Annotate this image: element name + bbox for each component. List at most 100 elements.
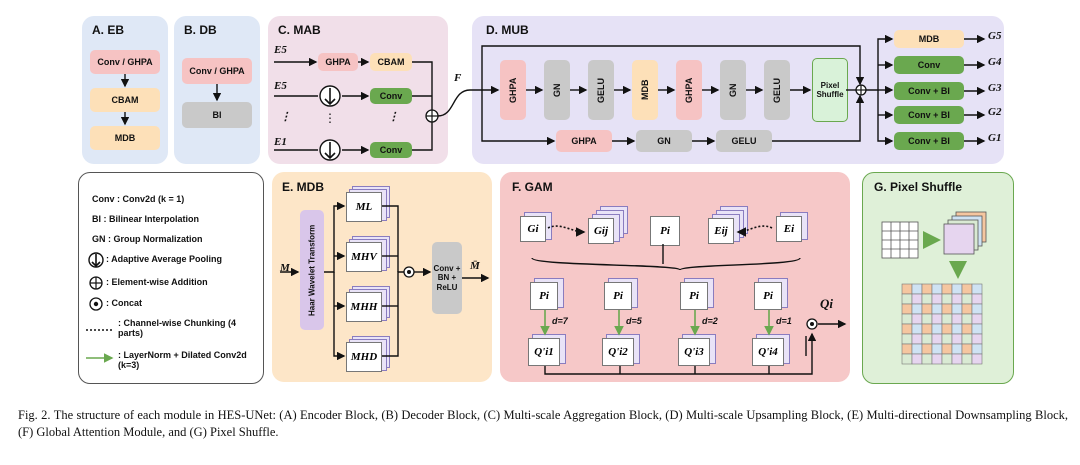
pixel-shuffle-cell <box>911 353 923 365</box>
pixel-shuffle-cell <box>961 283 973 295</box>
pixel-shuffle-cell <box>971 303 983 315</box>
pixel-shuffle-cell <box>911 283 923 295</box>
panel-title-mub: D. MUB <box>486 23 529 37</box>
mdb-branch-ml: ML <box>346 186 390 222</box>
legend-conv: Conv : Conv2d (k = 1) <box>92 194 185 204</box>
legend-chunking: : Channel-wise Chunking (4 parts) <box>118 318 237 338</box>
mub-out-conv-bi-2: Conv + BI <box>894 106 964 124</box>
mub-bottom-gelu: GELU <box>716 130 772 152</box>
gam-d1: d=1 <box>776 316 792 326</box>
mub-bottom-gn: GN <box>636 130 692 152</box>
mub-label-g5: G5 <box>988 30 1002 42</box>
mub-out-mdb: MDB <box>894 30 964 48</box>
pixel-shuffle-cell <box>921 323 933 335</box>
pixel-shuffle-cell <box>931 323 943 335</box>
gam-ei: Ei <box>776 212 808 242</box>
panel-title-mdb: E. MDB <box>282 180 324 194</box>
pixel-shuffle-cell <box>971 333 983 345</box>
pixel-shuffle-cell <box>961 343 973 355</box>
eb-conv-ghpa-box: Conv / GHPA <box>90 50 160 74</box>
mub-label-g4: G4 <box>988 56 1002 68</box>
pixel-shuffle-cell <box>961 353 973 365</box>
pixel-shuffle-cell <box>921 303 933 315</box>
pixel-shuffle-cell <box>941 303 953 315</box>
mub-label-g3: G3 <box>988 82 1002 94</box>
pixel-shuffle-cell <box>931 313 943 325</box>
pixel-shuffle-cell <box>911 303 923 315</box>
gam-gij: Gij <box>588 206 628 244</box>
mab-input-e5-b: E5 <box>274 80 287 92</box>
gam-d2: d=2 <box>702 316 718 326</box>
pixel-shuffle-cell <box>951 343 963 355</box>
gam-d5: d=5 <box>626 316 642 326</box>
mub-bottom-ghpa: GHPA <box>556 130 612 152</box>
legend-bi: BI : Bilinear Interpolation <box>92 214 200 224</box>
mab-conv-box-a: Conv <box>370 88 412 104</box>
pixel-shuffle-cell <box>921 293 933 305</box>
pixel-shuffle-cell <box>971 293 983 305</box>
eb-mdb-box: MDB <box>90 126 160 150</box>
panel-legend <box>78 172 264 384</box>
mab-conv-box-b: Conv <box>370 142 412 158</box>
pixel-shuffle-cell <box>951 283 963 295</box>
pixel-shuffle-cell <box>961 303 973 315</box>
pixel-shuffle-cell <box>931 353 943 365</box>
gam-pi-2: Pi <box>604 278 638 310</box>
mdb-branch-mhd: MHD <box>346 336 390 372</box>
pixel-shuffle-cell <box>921 333 933 345</box>
pixel-shuffle-cell <box>941 283 953 295</box>
pixel-shuffle-cell <box>931 283 943 295</box>
mdb-conv-bn-relu: Conv + BN + ReLU <box>432 242 462 314</box>
panel-mab <box>268 16 448 164</box>
panel-title-mab: C. MAB <box>278 23 321 37</box>
db-bi-box: BI <box>182 102 252 128</box>
panel-title-db: B. DB <box>184 23 217 37</box>
panel-title-pixel-shuffle: G. Pixel Shuffle <box>874 180 963 194</box>
gam-pi-1: Pi <box>530 278 564 310</box>
gam-q2: Q'i2 <box>602 334 640 366</box>
gam-pi-3: Pi <box>680 278 714 310</box>
pixel-shuffle-cell <box>961 313 973 325</box>
pixel-shuffle-cell <box>901 343 913 355</box>
pixel-shuffle-cell <box>941 323 953 335</box>
pixel-shuffle-cell <box>951 303 963 315</box>
mdb-branch-mhv: MHV <box>346 236 390 272</box>
pixel-shuffle-cell <box>941 293 953 305</box>
svg-text:⋮: ⋮ <box>324 111 336 125</box>
pixel-shuffle-cell <box>951 313 963 325</box>
gam-q3: Q'i3 <box>678 334 716 366</box>
pixel-shuffle-cell <box>921 313 933 325</box>
pixel-shuffle-cell <box>941 353 953 365</box>
mab-output-f: F <box>454 72 462 84</box>
pixel-shuffle-cell <box>951 333 963 345</box>
pixel-shuffle-cell <box>901 283 913 295</box>
pixel-shuffle-cell <box>931 303 943 315</box>
panel-title-eb: A. EB <box>92 23 125 37</box>
panel-title-gam: F. GAM <box>512 180 553 194</box>
pixel-shuffle-cell <box>951 293 963 305</box>
pixel-shuffle-cell <box>901 333 913 345</box>
pixel-shuffle-cell <box>901 303 913 315</box>
pixel-shuffle-cell <box>971 313 983 325</box>
mub-out-conv-bi-3: Conv + BI <box>894 82 964 100</box>
pixel-shuffle-cell <box>921 343 933 355</box>
gam-pi-4: Pi <box>754 278 788 310</box>
pixel-shuffle-cell <box>971 323 983 335</box>
gam-q4: Q'i4 <box>752 334 790 366</box>
pixel-shuffle-cell <box>921 283 933 295</box>
legend-gn: GN : Group Normalization <box>92 234 203 244</box>
pixel-shuffle-cell <box>921 353 933 365</box>
mab-input-e5-a: E5 <box>274 44 287 56</box>
pixel-shuffle-cell <box>971 283 983 295</box>
pixel-shuffle-cell <box>971 353 983 365</box>
pixel-shuffle-cell <box>901 313 913 325</box>
mab-input-e1: E1 <box>274 136 287 148</box>
pixel-shuffle-cell <box>911 313 923 325</box>
pixel-shuffle-cell <box>911 343 923 355</box>
legend-concat: : Concat <box>106 298 142 308</box>
mub-out-conv: Conv <box>894 56 964 74</box>
pixel-shuffle-cell <box>941 313 953 325</box>
gam-output-qi: Qi <box>820 296 833 311</box>
gam-d7: d=7 <box>552 316 568 326</box>
